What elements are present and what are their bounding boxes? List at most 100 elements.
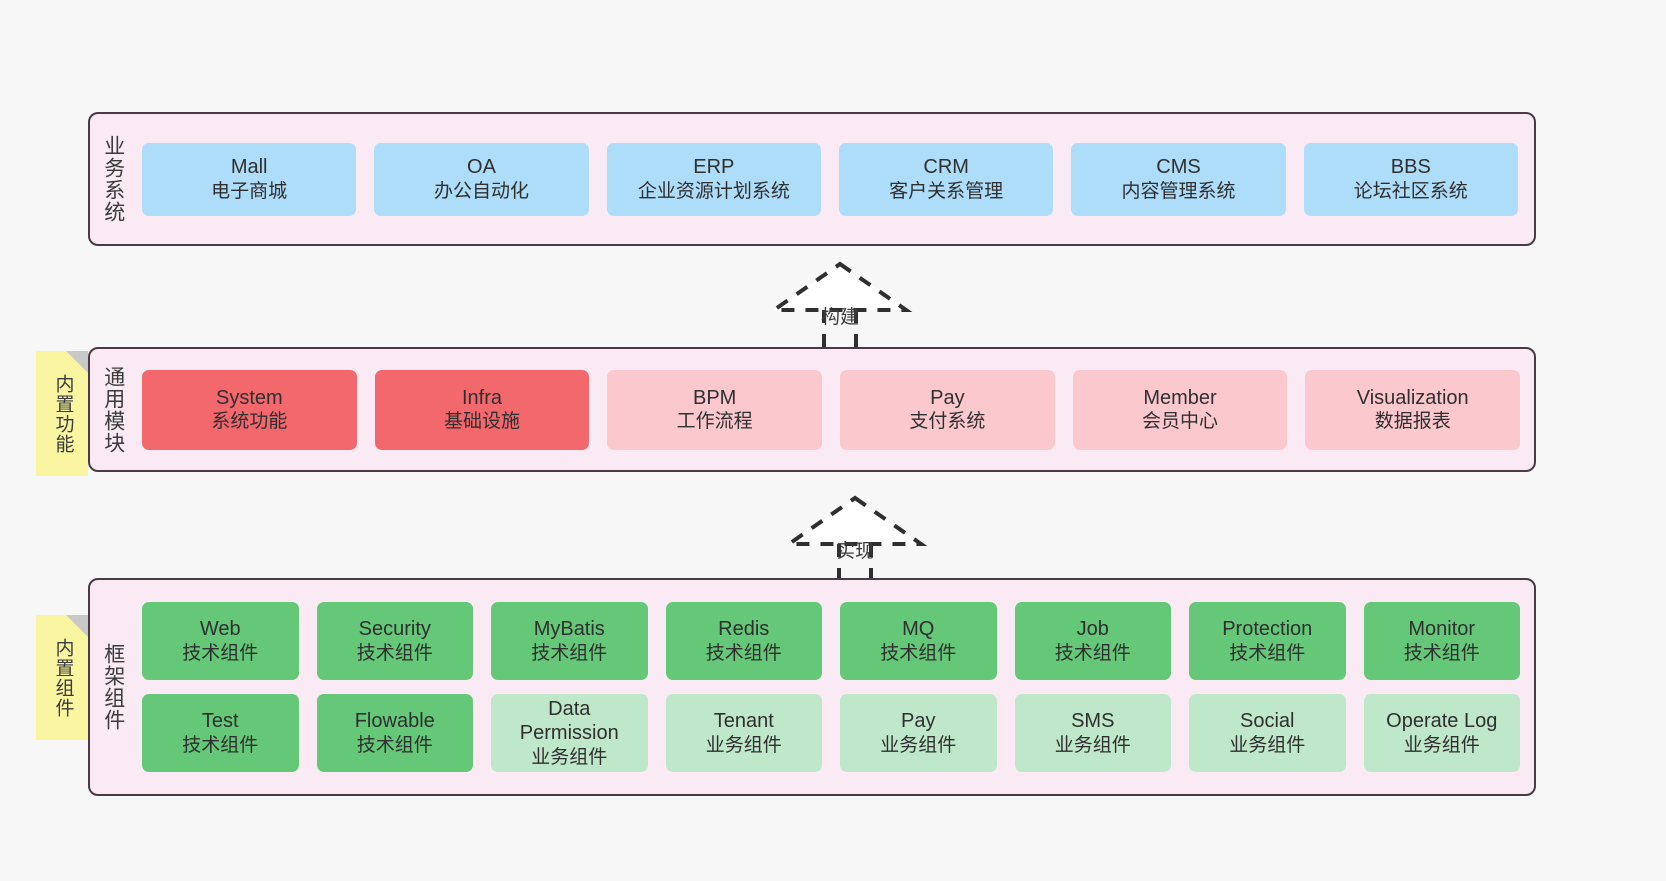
module-title: Pay	[930, 386, 965, 409]
module-subtitle: 基础设施	[444, 411, 521, 433]
module-subtitle: 业务组件	[705, 734, 782, 756]
module-title: Protection	[1222, 618, 1313, 641]
module-subtitle: 业务组件	[1403, 734, 1480, 756]
module-card-data-permission[interactable]: Data Permission 业务组件	[491, 694, 648, 772]
module-subtitle: 论坛社区系统	[1353, 180, 1468, 202]
module-title: Social	[1240, 710, 1295, 733]
module-title: MyBatis	[533, 618, 605, 641]
module-card-bbs[interactable]: BBS 论坛社区系统	[1303, 142, 1518, 216]
module-title: Security	[358, 618, 431, 641]
layer-common-modules-body: System 系统功能 Infra 基础设施 BPM 工作流程 Pay 支付系统…	[136, 349, 1534, 470]
module-card-infra[interactable]: Infra 基础设施	[374, 369, 590, 450]
module-card-member[interactable]: Member 会员中心	[1072, 369, 1288, 450]
module-card-monitor[interactable]: Monitor 技术组件	[1363, 602, 1520, 680]
module-title: ERP	[693, 156, 735, 179]
layer-common-modules: 通用模块 System 系统功能 Infra 基础设施 BPM 工作流程 Pay…	[88, 347, 1536, 472]
module-subtitle: 技术组件	[705, 642, 782, 664]
module-title: System	[215, 386, 283, 409]
module-subtitle: 技术组件	[531, 642, 608, 664]
module-card-pay[interactable]: Pay 支付系统	[840, 369, 1055, 450]
module-card-redis[interactable]: Redis 技术组件	[665, 602, 822, 680]
module-title: Tenant	[713, 710, 774, 733]
module-subtitle: 业务组件	[531, 746, 608, 768]
module-title: BBS	[1390, 156, 1431, 179]
module-subtitle: 技术组件	[182, 642, 259, 664]
module-title: BPM	[693, 386, 737, 409]
module-title: Job	[1076, 618, 1109, 641]
module-title: Member	[1143, 386, 1217, 409]
layer-common-modules-caption: 通用模块	[101, 365, 125, 454]
sticky-note-builtin-components: 内置组件	[36, 615, 88, 740]
module-subtitle: 技术组件	[182, 734, 259, 756]
module-card-mybatis[interactable]: MyBatis 技术组件	[491, 602, 648, 680]
module-title: Redis	[718, 618, 770, 641]
module-card-visualization[interactable]: Visualization 数据报表	[1305, 369, 1521, 450]
layer-business-systems-caption: 业务系统	[101, 135, 125, 223]
module-subtitle: 技术组件	[880, 642, 957, 664]
module-title: OA	[467, 156, 496, 179]
layer-framework-components: 框架组件 Web 技术组件 Security 技术组件 MyBatis 技术组件…	[88, 578, 1536, 796]
connector-realize-arrow: 实现	[775, 492, 935, 586]
module-subtitle: 技术组件	[356, 734, 433, 756]
module-card-protection[interactable]: Protection 技术组件	[1189, 602, 1346, 680]
layer-framework-components-body: Web 技术组件 Security 技术组件 MyBatis 技术组件 Redi…	[136, 580, 1534, 794]
module-card-social[interactable]: Social 业务组件	[1189, 694, 1346, 772]
module-card-system[interactable]: System 系统功能	[142, 369, 357, 450]
module-subtitle: 工作流程	[676, 411, 753, 433]
module-title: SMS	[1071, 710, 1115, 733]
module-card-bpm[interactable]: BPM 工作流程	[607, 369, 823, 450]
connector-build-label: 构建	[820, 307, 859, 328]
module-card-tenant[interactable]: Tenant 业务组件	[665, 694, 822, 772]
module-subtitle: 内容管理系统	[1121, 180, 1236, 202]
module-title: Pay	[901, 710, 936, 733]
module-card-cms[interactable]: CMS 内容管理系统	[1071, 142, 1286, 216]
module-subtitle: 业务组件	[1229, 734, 1306, 756]
layer-business-systems: 业务系统 Mall 电子商城 OA 办公自动化 ERP 企业资源计划系统 CRM…	[88, 112, 1536, 246]
module-title: Mall	[230, 156, 268, 179]
module-subtitle: 技术组件	[356, 642, 433, 664]
module-card-test[interactable]: Test 技术组件	[142, 694, 299, 772]
module-subtitle: 技术组件	[1054, 642, 1131, 664]
module-card-oa[interactable]: OA 办公自动化	[374, 142, 589, 216]
module-title: CMS	[1156, 156, 1201, 179]
module-card-flowable[interactable]: Flowable 技术组件	[316, 694, 473, 772]
module-card-pay-business[interactable]: Pay 业务组件	[840, 694, 997, 772]
module-subtitle: 数据报表	[1374, 411, 1451, 433]
layer-framework-components-caption: 框架组件	[101, 643, 125, 731]
module-title: Monitor	[1408, 618, 1476, 641]
module-card-sms[interactable]: SMS 业务组件	[1014, 694, 1171, 772]
module-title: MQ	[902, 618, 935, 641]
connector-realize-label: 实现	[835, 541, 874, 562]
module-card-operate-log[interactable]: Operate Log 业务组件	[1363, 694, 1520, 772]
module-card-security[interactable]: Security 技术组件	[316, 602, 473, 680]
module-subtitle: 支付系统	[909, 411, 986, 433]
module-title: Web	[199, 618, 241, 641]
module-subtitle: 系统功能	[211, 411, 288, 433]
module-card-erp[interactable]: ERP 企业资源计划系统	[606, 142, 821, 216]
module-card-mq[interactable]: MQ 技术组件	[840, 602, 997, 680]
module-title: Flowable	[354, 710, 435, 733]
module-subtitle: 企业资源计划系统	[637, 180, 790, 202]
module-card-mall[interactable]: Mall 电子商城	[142, 142, 357, 216]
module-subtitle: 业务组件	[1054, 734, 1131, 756]
sticky-note-label: 内置功能	[52, 373, 74, 454]
common-modules-row: System 系统功能 Infra 基础设施 BPM 工作流程 Pay 支付系统…	[142, 369, 1521, 450]
module-card-web[interactable]: Web 技术组件	[142, 602, 299, 680]
framework-tech-components-row: Web 技术组件 Security 技术组件 MyBatis 技术组件 Redi…	[142, 602, 1520, 680]
module-card-crm[interactable]: CRM 客户关系管理	[838, 142, 1054, 216]
business-systems-row: Mall 电子商城 OA 办公自动化 ERP 企业资源计划系统 CRM 客户关系…	[142, 142, 1518, 216]
module-subtitle: 技术组件	[1229, 642, 1306, 664]
module-subtitle: 技术组件	[1403, 642, 1480, 664]
module-subtitle: 业务组件	[880, 734, 957, 756]
framework-business-components-row: Test 技术组件 Flowable 技术组件 Data Permission …	[142, 694, 1520, 772]
module-title: Data Permission	[519, 698, 619, 745]
module-card-job[interactable]: Job 技术组件	[1014, 602, 1171, 680]
sticky-note-builtin-features: 内置功能	[36, 351, 88, 476]
module-title: CRM	[923, 156, 969, 179]
module-subtitle: 办公自动化	[433, 180, 529, 202]
module-title: Operate Log	[1386, 710, 1498, 733]
module-subtitle: 电子商城	[211, 180, 288, 202]
module-subtitle: 会员中心	[1142, 411, 1219, 433]
module-title: Test	[201, 710, 239, 733]
module-title: Visualization	[1356, 386, 1469, 409]
